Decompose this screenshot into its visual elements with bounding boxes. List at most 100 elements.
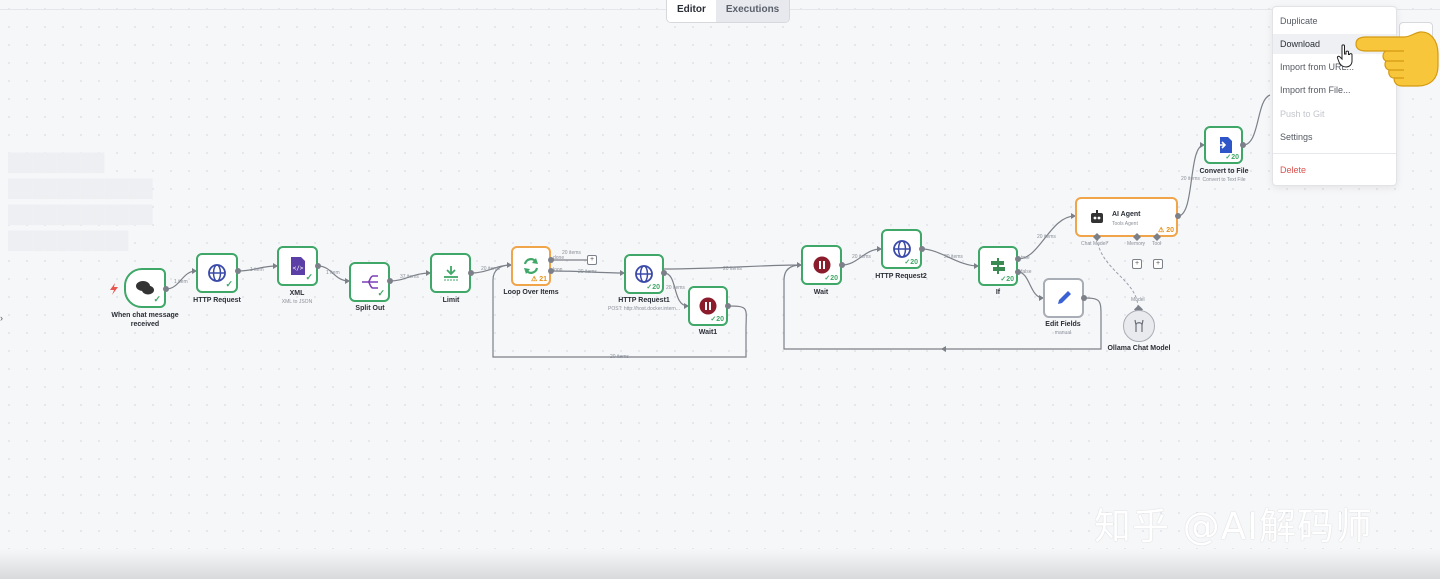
globe-icon (892, 240, 911, 258)
node-subtitle: POST: http://host.docker.intern... (608, 306, 680, 312)
edge-label: 37 items (400, 274, 419, 280)
menu-item-import-file[interactable]: Import from File... (1280, 85, 1351, 95)
success-count-badge: ✓20 (1000, 276, 1014, 283)
node-wait1[interactable]: ✓20 (688, 286, 728, 326)
output-port[interactable] (235, 268, 241, 274)
node-label: HTTP Request (193, 297, 241, 304)
edge-label: 20 items (578, 269, 597, 275)
node-label: Convert to File (1199, 168, 1249, 175)
sub-node-ports (1093, 233, 1161, 241)
node-xml[interactable]: </> ✓ (277, 246, 318, 286)
output-port[interactable] (661, 270, 667, 276)
node-label: Wait1 (698, 329, 718, 336)
edge-label: 20 items (666, 285, 685, 291)
menu-item-delete[interactable]: Delete (1280, 165, 1307, 175)
node-label: Limit (442, 297, 460, 304)
output-port[interactable] (725, 303, 731, 309)
node-label: Wait (813, 289, 829, 296)
success-count-badge: ✓20 (1225, 154, 1239, 161)
output-port[interactable] (548, 268, 554, 274)
output-port[interactable] (387, 278, 393, 284)
output-port[interactable] (1015, 269, 1021, 275)
node-split-out[interactable]: ✓ (349, 262, 390, 302)
output-port[interactable] (468, 270, 474, 276)
node-if[interactable]: ✓20 (978, 246, 1018, 286)
output-port[interactable] (919, 246, 925, 252)
sub-port-label: Memory (1127, 241, 1146, 247)
add-memory-button[interactable]: + (1132, 259, 1142, 269)
llama-icon (1134, 319, 1144, 332)
node-label: Ollama Chat Model (1107, 345, 1171, 352)
output-port[interactable] (1081, 295, 1087, 301)
output-port[interactable] (1175, 213, 1181, 219)
output-label-false: false (1021, 269, 1032, 275)
menu-item-duplicate[interactable]: Duplicate (1280, 16, 1318, 26)
bottom-shade (0, 549, 1440, 579)
node-edit-fields[interactable] (1043, 278, 1084, 318)
node-label: When chat message (111, 312, 179, 319)
robot-icon (1091, 210, 1103, 223)
node-ai-agent[interactable]: AI Agent Tools Agent ⚠ 20 (1075, 197, 1178, 237)
node-label: If (995, 289, 1001, 296)
add-node-button[interactable]: + (587, 255, 597, 265)
output-port[interactable] (1015, 256, 1021, 262)
node-loop-over-items[interactable]: ⚠ 21 (511, 246, 551, 286)
node-label: AI Agent (1112, 211, 1141, 218)
pencil-icon (1057, 291, 1071, 304)
globe-icon (208, 264, 226, 282)
node-http-request2[interactable]: ✓20 (881, 229, 922, 269)
tab-editor[interactable]: Editor (667, 0, 716, 22)
edge-label: 20 items (481, 266, 500, 272)
node-wait[interactable]: ✓20 (801, 245, 842, 285)
add-tool-button[interactable]: + (1153, 259, 1163, 269)
node-convert-to-file[interactable]: ✓20 (1204, 126, 1243, 164)
node-http-request1[interactable]: ✓20 (624, 254, 664, 294)
node-label: HTTP Request1 (618, 297, 670, 304)
success-check-icon: ✓ (305, 272, 313, 282)
node-subtitle: XML to JSON (281, 299, 313, 305)
file-convert-icon (1215, 137, 1232, 153)
edge-label: 1 item (174, 279, 188, 285)
edge-label: 20 items (944, 254, 963, 260)
output-label-done: done (553, 255, 565, 261)
success-count-badge: ✓20 (824, 275, 838, 282)
node-label: received (130, 321, 160, 328)
output-port[interactable] (548, 257, 554, 263)
signpost-icon (991, 258, 1005, 274)
node-limit[interactable] (430, 253, 471, 293)
edge-label: 1 item (250, 267, 264, 273)
edge-label: 20 items (723, 266, 742, 272)
node-chat-trigger[interactable]: ✓ (124, 268, 166, 308)
pointing-hand-emoji-icon (1355, 31, 1439, 87)
chevron-right-icon[interactable]: › (0, 313, 3, 323)
success-count-badge: ✓20 (646, 284, 660, 291)
loop-icon (523, 258, 539, 274)
limit-icon (443, 266, 458, 281)
output-port[interactable] (839, 262, 845, 268)
output-port[interactable] (315, 263, 321, 269)
node-label: XML (289, 290, 305, 297)
success-check-icon: ✓ (377, 288, 385, 298)
menu-item-push-to-git: Push to Git (1280, 109, 1325, 119)
edge-label: 20 items (562, 250, 581, 256)
edge-label: 20 items (610, 354, 629, 360)
output-port[interactable] (1240, 142, 1246, 148)
node-subtitle: Convert to Text File (1202, 177, 1246, 183)
menu-item-import-url[interactable]: Import from URL... (1280, 62, 1355, 72)
sub-port-label: Tool (1152, 241, 1162, 247)
success-count-badge: ✓20 (904, 259, 918, 266)
menu-item-settings[interactable]: Settings (1280, 132, 1313, 142)
node-label: Loop Over Items (503, 289, 559, 296)
node-http-request[interactable]: ✓ (196, 253, 238, 293)
warning-badge: ⚠ 20 (1157, 227, 1174, 234)
xml-file-icon: </> (290, 257, 305, 275)
output-port[interactable] (163, 286, 169, 292)
chat-icon (136, 281, 154, 295)
node-label: Split Out (355, 305, 385, 312)
warning-badge: ⚠ 21 (530, 276, 547, 283)
node-ollama-chat-model[interactable] (1123, 310, 1155, 342)
tab-executions[interactable]: Executions (715, 0, 790, 22)
hand-pointer-icon (1336, 44, 1353, 68)
output-label-true: true (1021, 255, 1030, 261)
